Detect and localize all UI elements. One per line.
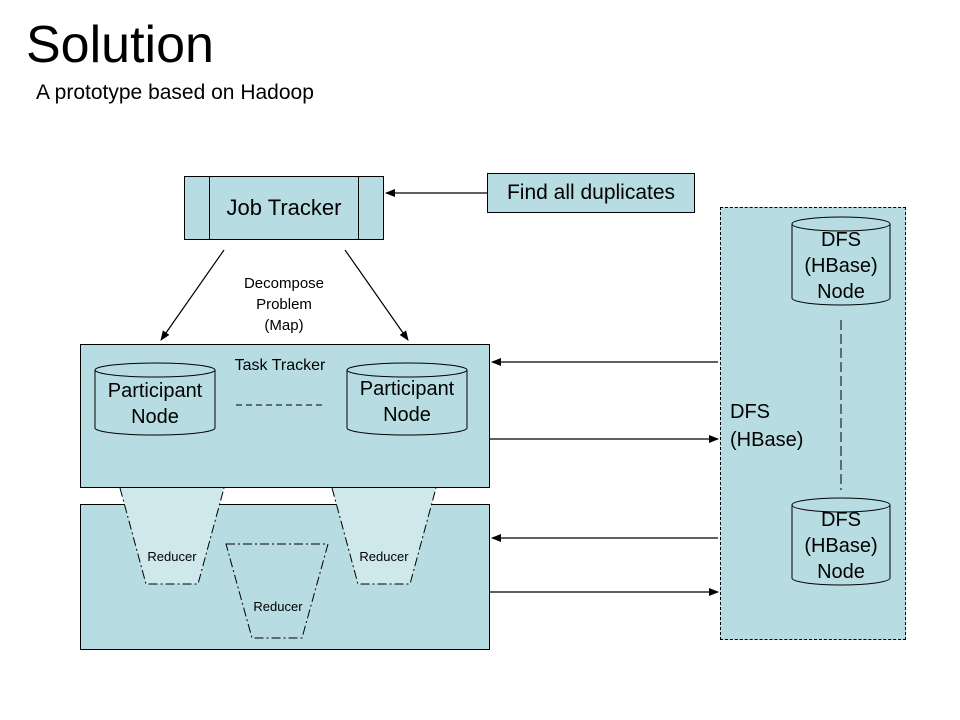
- dfs-panel-label: DFS (HBase): [730, 398, 803, 454]
- participant-node-right-line2: Node: [383, 404, 431, 426]
- participant-node-left-cylinder: [94, 362, 216, 436]
- reducer-right-label: Reducer: [359, 549, 409, 564]
- participant-node-left-line2: Node: [131, 406, 179, 428]
- decompose-line1: Decompose: [243, 275, 325, 292]
- find-duplicates-button[interactable]: Find all duplicates: [487, 173, 695, 213]
- task-tracker-label: Task Tracker: [234, 357, 326, 374]
- slide-subtitle: A prototype based on Hadoop: [36, 81, 314, 104]
- decompose-line3: (Map): [264, 317, 304, 334]
- dfs-node-top-line1: DFS: [821, 229, 861, 251]
- reducer-left-label: Reducer: [147, 549, 197, 564]
- dfs-node-bottom-cylinder: [791, 497, 891, 586]
- dfs-panel-label-line2: (HBase): [730, 429, 804, 451]
- reducer-shape-middle: [225, 543, 329, 639]
- participant-node-right-line1: Participant: [359, 378, 455, 400]
- reducer-funnel-left: [120, 488, 224, 584]
- reducer-middle-label: Reducer: [253, 599, 303, 614]
- dfs-node-top-cylinder: [791, 216, 891, 306]
- participant-node-left-line1: Participant: [107, 380, 203, 402]
- participant-node-right-cylinder: [346, 362, 468, 436]
- decompose-line2: Problem: [256, 296, 312, 313]
- dfs-node-bottom-label: DFS (HBase) Node: [792, 507, 890, 585]
- participant-node-left-label: Participant Node: [95, 378, 215, 430]
- dfs-node-top-line2: (HBase): [804, 255, 878, 277]
- dfs-node-bottom-line1: DFS: [821, 509, 861, 531]
- dfs-node-top-label: DFS (HBase) Node: [792, 227, 890, 305]
- dfs-node-bottom-line3: Node: [817, 561, 865, 583]
- job-tracker-label: Job Tracker: [226, 195, 342, 220]
- arrow-map-right: [344, 249, 409, 341]
- job-tracker-box: Job Tracker: [184, 176, 384, 240]
- participant-node-right-label: Participant Node: [347, 376, 467, 428]
- dfs-panel-label-line1: DFS: [730, 401, 770, 423]
- reducer-shape-left: [119, 487, 225, 585]
- decompose-label: Decompose Problem (Map): [214, 273, 354, 336]
- job-tracker-left-bar: [209, 177, 210, 239]
- dfs-node-bottom-line2: (HBase): [804, 535, 878, 557]
- slide-title: Solution: [26, 16, 214, 74]
- job-tracker-right-bar: [358, 177, 359, 239]
- dfs-node-top-line3: Node: [817, 281, 865, 303]
- reducer-funnel-right: [332, 488, 436, 584]
- reducer-shape-right: [331, 487, 437, 585]
- arrow-map-left: [160, 249, 225, 341]
